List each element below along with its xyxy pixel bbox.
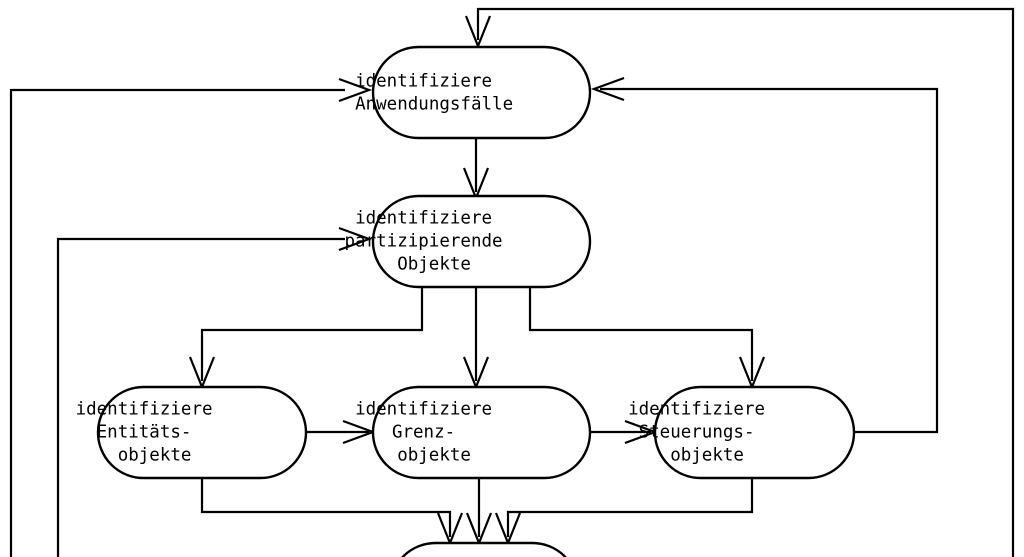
node-grenzobjekte-label: identifiziere Grenz- objekte [355,400,608,466]
edge-entitaets-to-unterer-knoten [200,478,452,537]
node-layer: identifiziere Anwendungsfälle identifizi… [76,45,881,557]
arrowhead-left-return-1 [338,77,373,103]
node-anwendungsfaelle-shape [371,45,592,140]
node-entitaetsobjekte-shape [96,385,308,480]
node-partizipierende-objekte-line-3: Objekte [397,255,471,275]
node-anwendungsfaelle[interactable]: identifiziere Anwendungsfälle [355,45,608,140]
node-partizipierende-objekte-line-2: partizipierende [345,232,503,252]
node-grenzobjekte-shape [371,385,592,480]
node-entitaetsobjekte[interactable]: identifiziere Entitäts- objekte [76,385,329,480]
node-unterer-knoten-shape [401,541,567,557]
node-steuerungsobjekte[interactable]: identifiziere Steuerungs- objekte [628,385,881,480]
node-entitaetsobjekte-line-3: objekte [118,446,192,466]
edge-right-return-to-anwendungsfaelle [600,87,939,434]
node-anwendungsfaelle-line-1: identifiziere [355,72,492,92]
edge-layer [9,7,1015,557]
edge-steuerungs-to-unterer-knoten [506,478,754,537]
node-partizipierende-objekte-label: identifiziere partizipierende Objekte [345,209,619,275]
node-grenzobjekte-line-1: identifiziere [355,400,492,420]
edge-partizipierende-to-steuerungs [528,287,754,381]
node-steuerungsobjekte-line-1: identifiziere [628,400,765,420]
node-entitaetsobjekte-label: identifiziere Entitäts- objekte [76,400,329,466]
node-unterer-knoten-abgeschnitten[interactable] [390,541,578,557]
node-partizipierende-objekte-line-1: identifiziere [355,209,492,229]
edge-top-return-to-anwendungsfaelle [476,7,1015,557]
node-entitaetsobjekte-line-2: Entitäts- [97,423,192,443]
node-steuerungsobjekte-label: identifiziere Steuerungs- objekte [628,400,881,466]
arrowhead-right-return [590,76,625,102]
node-partizipierende-objekte[interactable]: identifiziere partizipierende Objekte [345,194,619,289]
edge-left-return-to-anwendungsfaelle [9,88,345,557]
edge-left-return-to-partizipierende [56,237,345,557]
node-anwendungsfaelle-line-2: Anwendungsfälle [355,95,513,115]
node-grenzobjekte-line-2: Grenz- [392,423,455,443]
node-steuerungsobjekte-line-2: Steuerungs- [639,423,755,443]
node-anwendungsfaelle-label: identifiziere Anwendungsfälle [355,72,608,115]
node-partizipierende-objekte-shape [371,194,592,289]
node-steuerungsobjekte-shape [653,385,856,480]
edge-partizipierende-to-entitaets [200,287,424,381]
node-steuerungsobjekte-line-3: objekte [670,446,744,466]
arrowhead-left-return-2 [338,226,373,252]
node-grenzobjekte[interactable]: identifiziere Grenz- objekte [355,385,608,480]
node-entitaetsobjekte-line-1: identifiziere [76,400,213,420]
node-grenzobjekte-line-3: objekte [397,446,471,466]
